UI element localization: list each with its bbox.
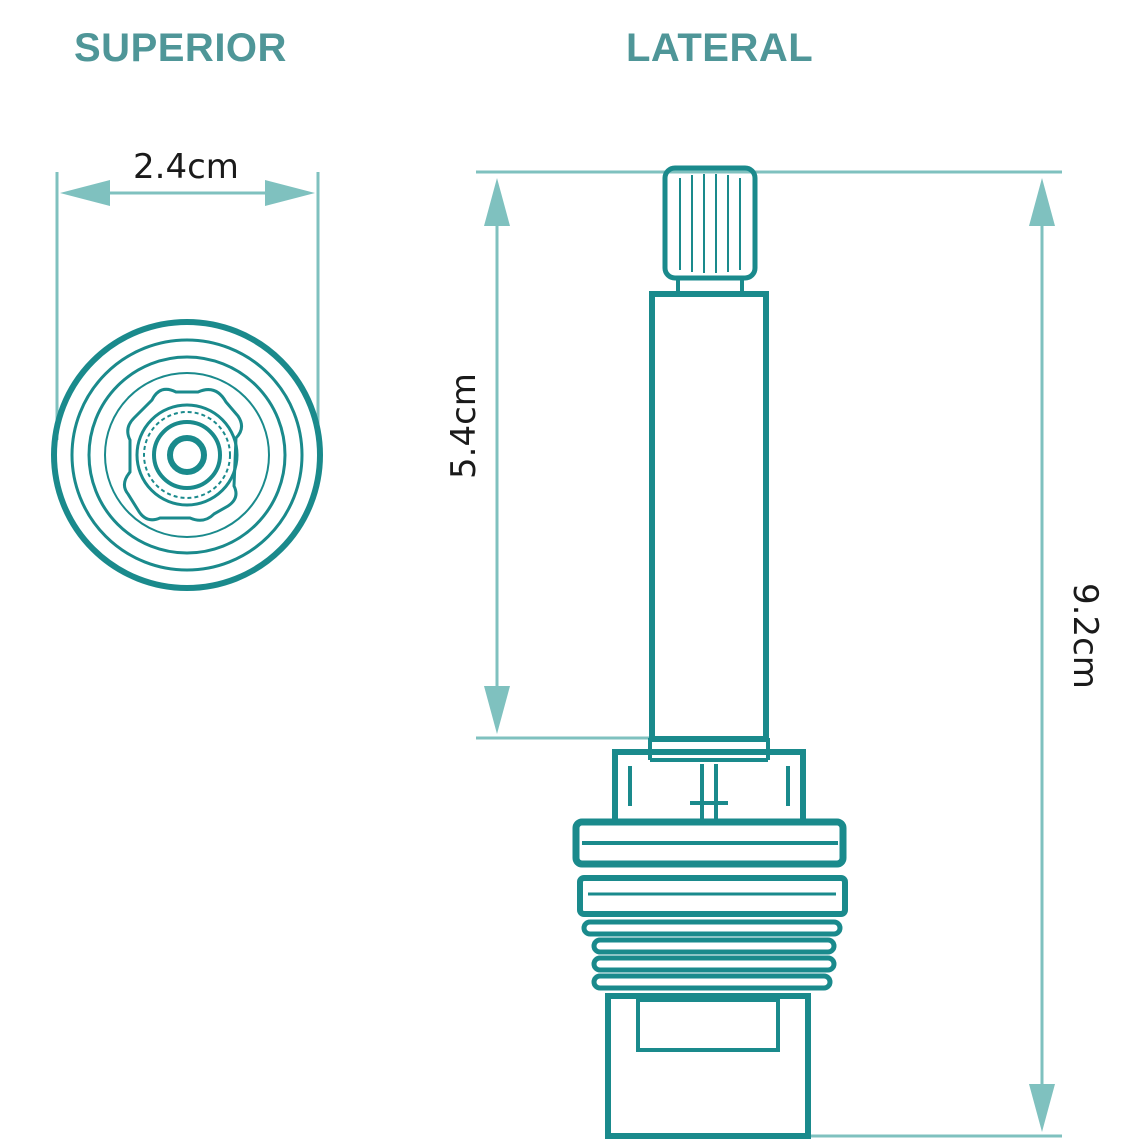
total-length-dimension: 9.2cm (1029, 178, 1105, 1132)
side-view: 5.4cm 9.2cm (444, 165, 1105, 1139)
diameter-dimension: 2.4cm (55, 147, 320, 440)
cartridge-side-outline (572, 165, 848, 1139)
stem-length-dimension: 5.4cm (444, 178, 510, 734)
view-title-superior: SUPERIOR (74, 26, 287, 70)
total-length-label: 9.2cm (1065, 583, 1105, 689)
stem-length-label: 5.4cm (444, 373, 484, 479)
diameter-label: 2.4cm (133, 147, 239, 187)
top-view: 2.4cm (51, 147, 323, 591)
cartridge-top-outline (51, 319, 323, 591)
view-title-lateral: LATERAL (626, 26, 814, 70)
